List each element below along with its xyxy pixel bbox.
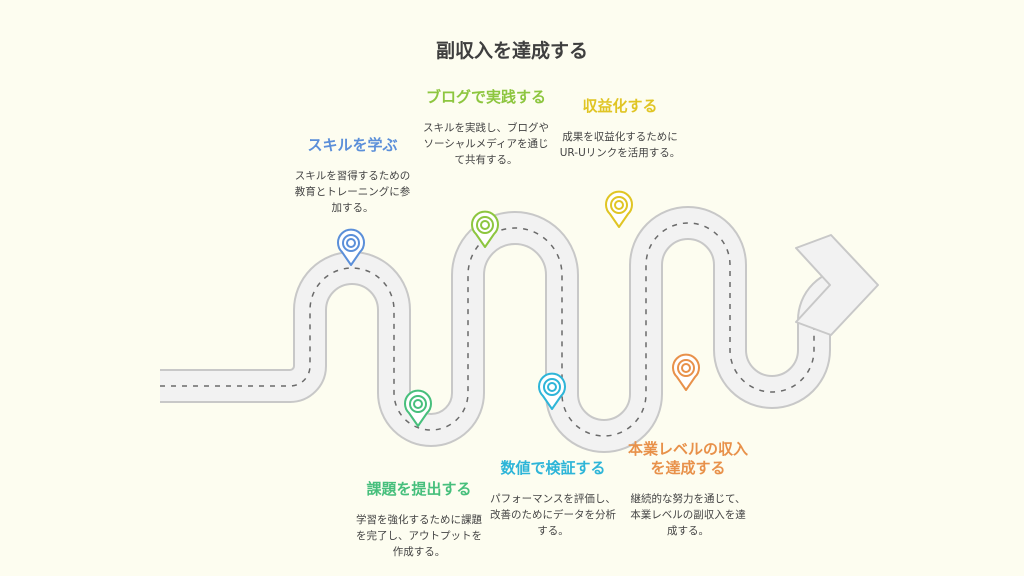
location-pin-icon (672, 353, 700, 391)
step-submit-assignments: 課題を提出する 学習を強化するために課題を完了し、アウトプットを作成する。 (355, 480, 483, 560)
step-title: 数値で検証する (500, 459, 606, 477)
location-pin-icon (404, 389, 432, 427)
location-pin-icon (538, 372, 566, 410)
location-pin-icon (605, 190, 633, 228)
step-title: ブログで実践する (425, 88, 546, 106)
step-description: 学習を強化するために課題を完了し、アウトプットを作成する。 (356, 514, 482, 558)
step-description: スキルを実践し、ブログやソーシャルメディアを通じて共有する。 (423, 122, 549, 166)
step-title: 課題を提出する (366, 480, 472, 498)
step-achieve-income: 本業レベルの収入を達成する 継続的な努力を通じて、本業レベルの副収入を達成する。 (626, 440, 750, 539)
road-arrow-head (795, 234, 879, 336)
step-description: パフォーマンスを評価し、改善のためにデータを分析する。 (490, 493, 616, 537)
road-outline (160, 206, 851, 453)
location-pin-icon (337, 228, 365, 266)
step-description: 成果を収益化するためにUR-Uリンクを活用する。 (559, 131, 681, 159)
step-practice-blog: ブログで実践する スキルを実践し、ブログやソーシャルメディアを通じて共有する。 (422, 88, 550, 168)
step-description: 継続的な努力を通じて、本業レベルの副収入を達成する。 (630, 493, 746, 537)
road-center-dashes (160, 222, 850, 437)
step-title: 収益化する (582, 97, 658, 115)
step-title: スキルを学ぶ (307, 136, 398, 154)
step-monetize: 収益化する 成果を収益化するためにUR-Uリンクを活用する。 (558, 97, 682, 161)
step-verify-numbers: 数値で検証する パフォーマンスを評価し、改善のためにデータを分析する。 (490, 459, 616, 539)
step-learn-skills: スキルを学ぶ スキルを習得するための教育とトレーニングに参加する。 (290, 136, 415, 216)
location-pin-icon (471, 210, 499, 248)
step-description: スキルを習得するための教育とトレーニングに参加する。 (294, 170, 411, 214)
step-title: 本業レベルの収入を達成する (627, 440, 748, 477)
diagram-title: 副収入を達成する (435, 40, 588, 62)
